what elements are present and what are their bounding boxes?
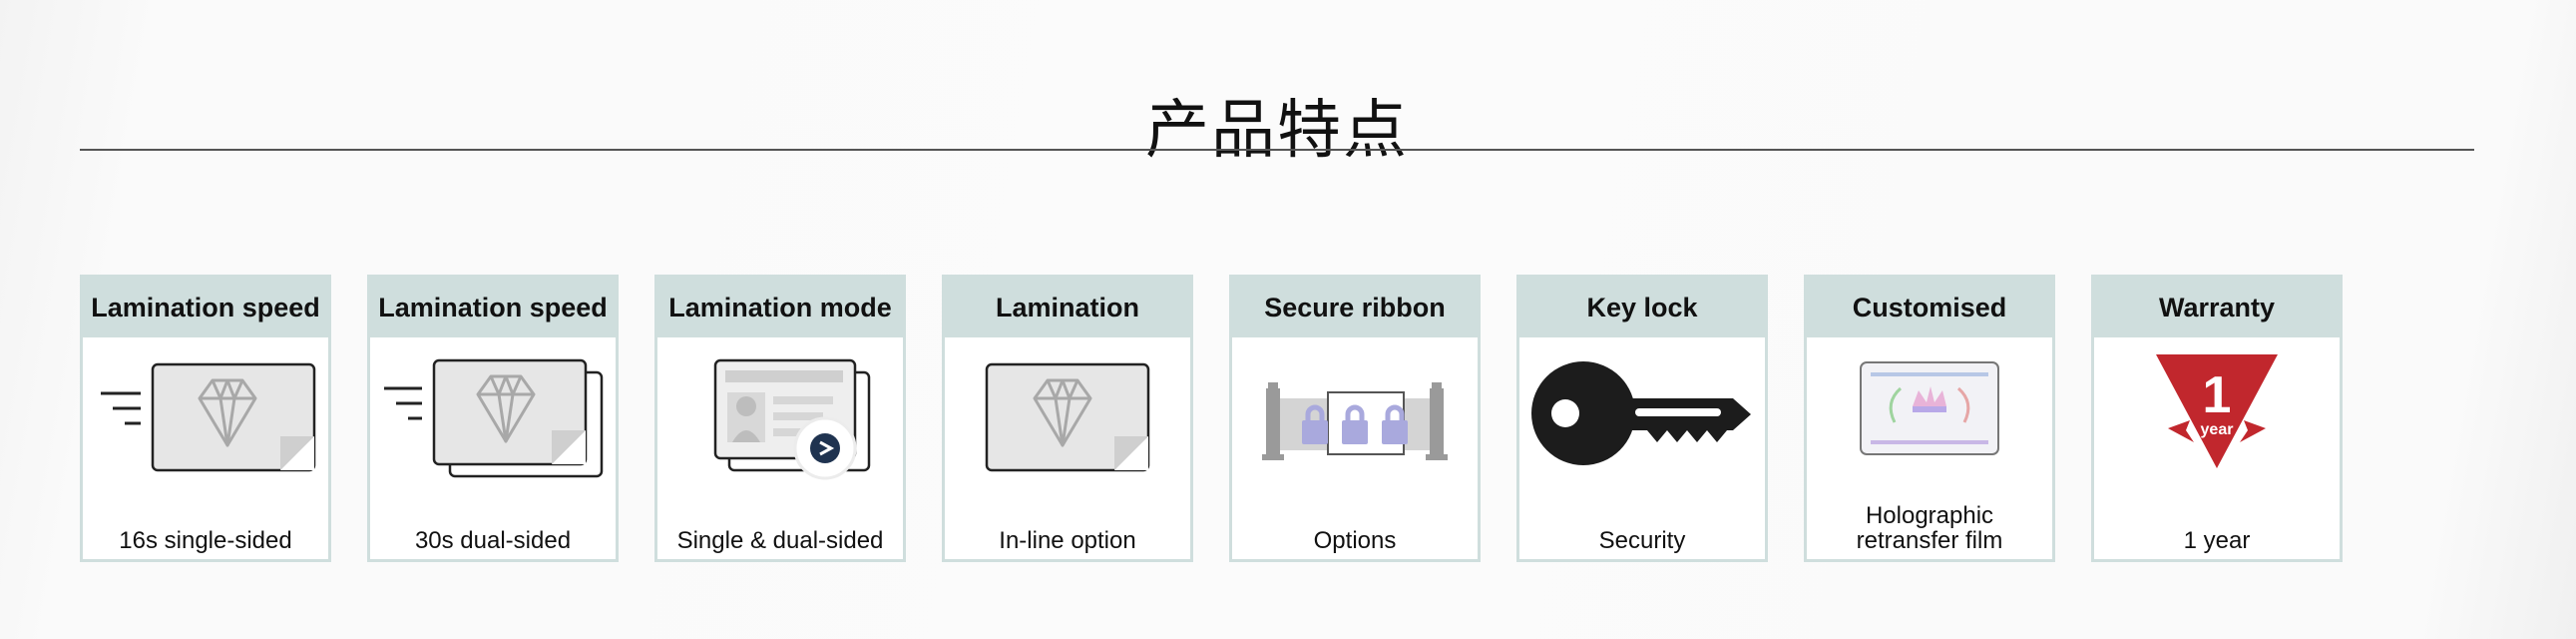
page-title: 产品特点 xyxy=(1145,93,1409,168)
card-caption: Options xyxy=(1313,527,1397,554)
warranty-number: 1 xyxy=(2203,366,2232,424)
card-caption: Security xyxy=(1598,527,1686,554)
feature-card-key-lock: Key lock Security xyxy=(1516,275,1768,562)
card-title: Lamination speed xyxy=(370,278,616,337)
card-caption: Holographic retransfer film xyxy=(1856,502,2003,554)
title-divider xyxy=(80,149,2474,151)
card-diamond-icon xyxy=(945,337,1190,492)
feature-card-lamination-speed-dual: Lamination speed 30s dual-sided xyxy=(367,275,619,562)
holographic-card-icon xyxy=(1807,337,2052,477)
feature-card-warranty: Warranty 1 year 1 year xyxy=(2091,275,2343,562)
feature-card-customised: Customised Holographic retransfer film xyxy=(1804,275,2055,562)
feature-card-lamination: Lamination In-line option xyxy=(942,275,1193,562)
card-title: Lamination xyxy=(945,278,1190,337)
key-icon xyxy=(1519,337,1765,492)
padlock-ribbon-icon xyxy=(1232,337,1478,492)
card-caption: 1 year xyxy=(2183,527,2251,554)
dual-card-speed-icon xyxy=(370,337,616,492)
card-title: Customised xyxy=(1807,278,2052,337)
card-title: Key lock xyxy=(1519,278,1765,337)
feature-card-lamination-mode: Lamination mode Single & dual-sided xyxy=(654,275,906,562)
id-card-mode-icon xyxy=(657,337,903,492)
card-title: Lamination mode xyxy=(657,278,903,337)
card-speed-icon xyxy=(83,337,328,492)
card-title: Warranty xyxy=(2094,278,2340,337)
card-title: Secure ribbon xyxy=(1232,278,1478,337)
warranty-badge-icon: 1 year xyxy=(2094,337,2340,492)
card-title: Lamination speed xyxy=(83,278,328,337)
card-caption: 16s single-sided xyxy=(119,527,292,554)
feature-card-secure-ribbon: Secure ribbon xyxy=(1229,275,1481,562)
warranty-unit: year xyxy=(2201,421,2234,438)
card-caption: Single & dual-sided xyxy=(676,527,884,554)
feature-card-lamination-speed-single: Lamination speed 16s single-sided xyxy=(80,275,331,562)
card-caption: 30s dual-sided xyxy=(414,527,572,554)
card-caption: In-line option xyxy=(999,527,1136,554)
